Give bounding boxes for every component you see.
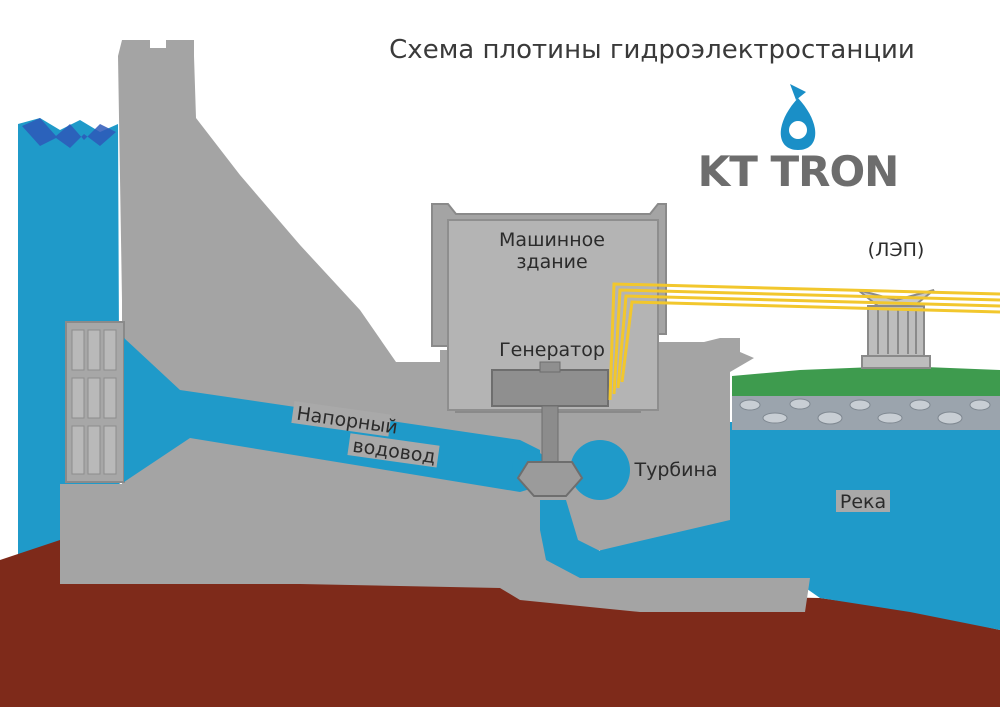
label-turbine: Турбина <box>633 459 717 481</box>
generator-assembly <box>491 361 609 497</box>
turbine-volute <box>570 440 630 500</box>
river-label-bg <box>836 490 890 512</box>
brand-logo: KT TRON <box>698 84 899 196</box>
diagram-title: Схема плотины гидроэлектростанции <box>389 35 915 65</box>
generator-rotor <box>491 369 609 407</box>
gravel-stones <box>739 398 991 425</box>
grass-bank <box>732 366 1000 396</box>
power-cables <box>608 282 1000 401</box>
draft-tube <box>540 500 820 578</box>
label-power-line: (ЛЭП) <box>868 239 925 261</box>
turbine-runner-icon <box>516 461 584 497</box>
label-machine-hall-1: Машинное <box>499 229 605 251</box>
label-river: Река <box>840 491 886 513</box>
intake-grate <box>65 321 125 483</box>
label-generator: Генератор <box>499 339 605 361</box>
label-machine-hall-2: здание <box>516 251 587 273</box>
power-tower <box>857 289 935 369</box>
turbine-shaft <box>541 405 559 463</box>
reservoir-surface-waves <box>22 118 116 148</box>
brand-name: KT TRON <box>698 147 899 196</box>
